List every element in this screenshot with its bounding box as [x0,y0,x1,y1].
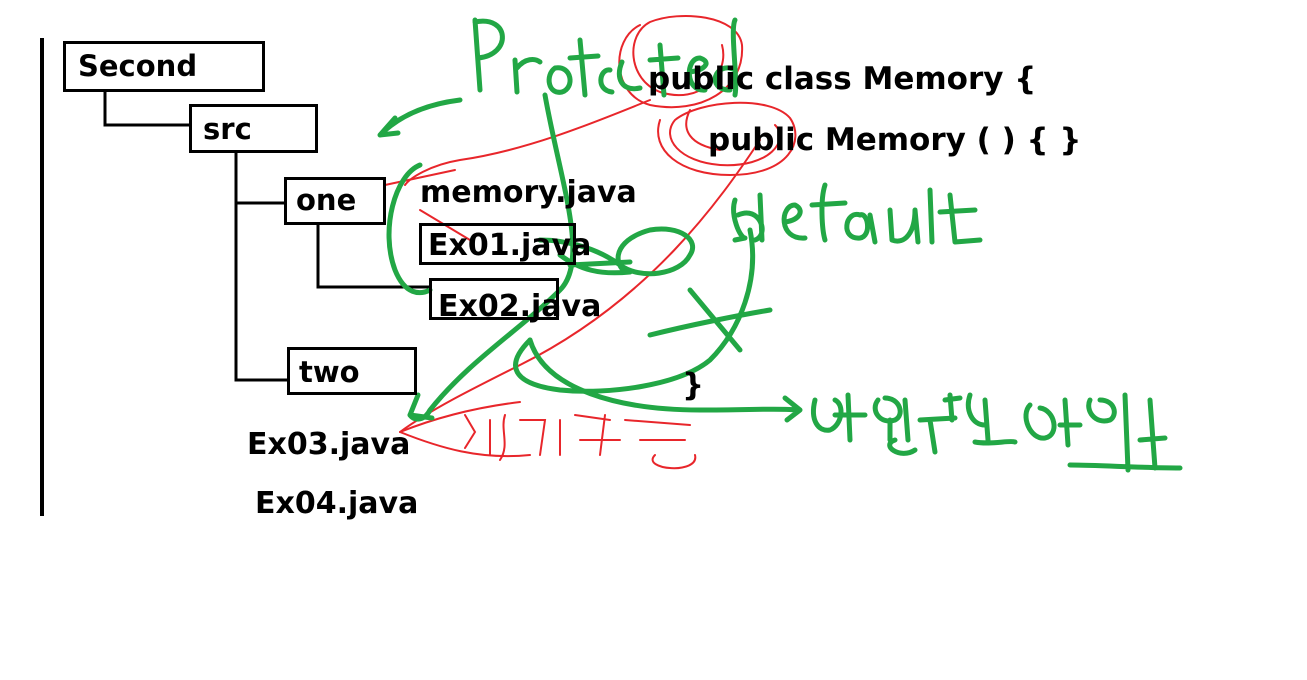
code-class-declaration: public class Memory { [648,61,1037,97]
file-ex03-java: Ex03.java [247,427,411,462]
folder-src-box [189,104,318,153]
folder-second-box [63,41,265,92]
file-ex04-java: Ex04.java [255,486,419,521]
file-memory-java: memory.java [420,175,637,210]
file-ex02-box [429,278,559,320]
folder-two-box [287,347,417,395]
file-ex01-java: Ex01.java [428,228,592,263]
folder-one-label: one [296,183,357,217]
code-closing-brace: } [682,367,705,403]
file-ex01-box [419,223,576,265]
code-constructor: public Memory ( ) { } [708,122,1082,158]
folder-src-label: src [203,112,252,146]
folder-second-label: Second [78,49,198,83]
tree-connectors [103,90,430,382]
folder-two-label: two [299,355,360,389]
folder-one-box [284,177,386,225]
file-ex02-java: Ex02.java [438,289,602,324]
